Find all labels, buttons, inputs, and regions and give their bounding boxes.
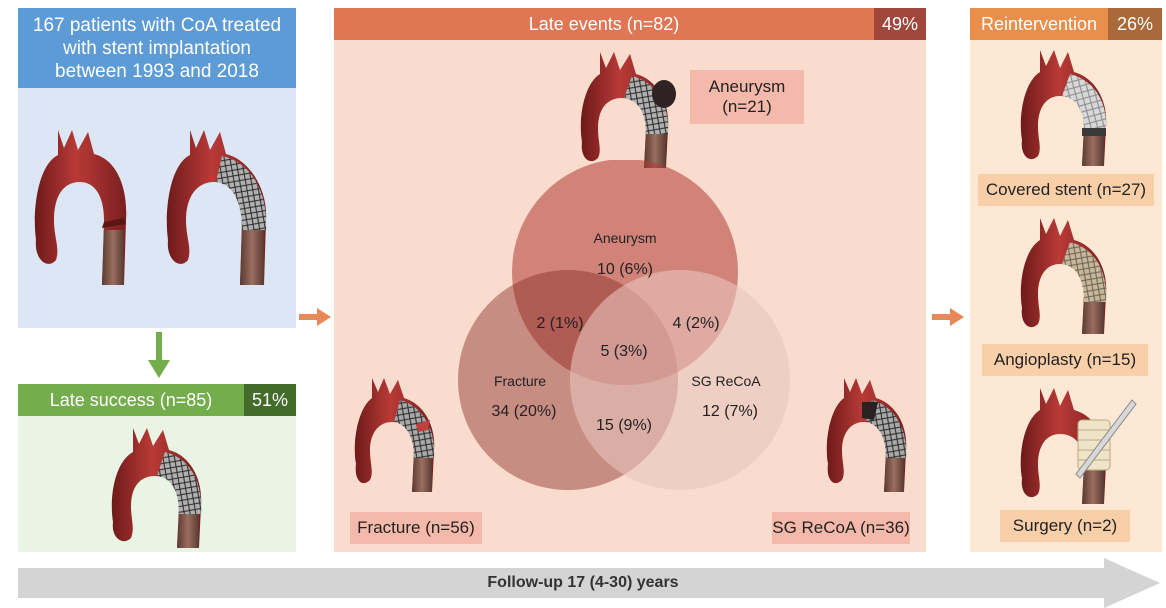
venn-circle-sg-recoa — [570, 270, 790, 490]
reintervention-percent: 26% — [1108, 8, 1162, 40]
venn-value-aneurysm-fracture: 2 (1%) — [536, 315, 583, 332]
sg-recoa-aorta-illustration — [826, 378, 907, 492]
venn-set-label-sg-recoa: SG ReCoA — [691, 373, 761, 389]
stented-aorta-illustration — [166, 130, 267, 285]
venn-value-fracture-only: 34 (20%) — [492, 403, 557, 420]
reintervention-label: Reintervention — [980, 13, 1098, 34]
aneurysm-label-title: Aneurysm — [708, 77, 786, 96]
angioplasty-label-box: Angioplasty (n=15) — [982, 344, 1148, 376]
late-events-header: Late events (n=82) — [334, 8, 926, 40]
late-events-label: Late events (n=82) — [528, 13, 680, 34]
venn-set-label-fracture: Fracture — [494, 373, 546, 389]
cohort-header: 167 patients with CoA treated with stent… — [18, 8, 296, 88]
late-success-percent: 51% — [244, 384, 296, 416]
followup-label: Follow-up 17 (4-30) years — [487, 574, 679, 591]
covered-stent-aorta-illustration — [1020, 50, 1107, 166]
arrow-down-icon — [148, 332, 170, 378]
cohort-title-line3: between 1993 and 2018 — [55, 60, 259, 82]
venn-value-aneurysm-only: 10 (6%) — [597, 261, 653, 278]
aneurysm-label-box: Aneurysm (n=21) — [690, 70, 804, 124]
late-events-percent: 49% — [874, 8, 926, 40]
reintervention-panel — [970, 8, 1162, 552]
aneurysm-aorta-illustration — [580, 52, 676, 168]
sg-recoa-label-box: SG ReCoA (n=36) — [772, 512, 910, 544]
followup-arrow — [18, 558, 1160, 608]
fracture-aorta-illustration — [354, 378, 435, 492]
fracture-label-box: Fracture (n=56) — [350, 512, 482, 544]
late-success-aorta-illustration — [111, 428, 202, 548]
surgery-aorta-illustration — [1020, 388, 1137, 504]
arrow-right-icon — [932, 308, 964, 326]
aneurysm-label-count: (n=21) — [722, 97, 772, 116]
venn-value-sg-recoa-only: 12 (7%) — [702, 403, 758, 420]
venn-value-all-three: 5 (3%) — [600, 343, 647, 360]
venn-value-fracture-sg-recoa: 15 (9%) — [596, 417, 652, 434]
venn-set-label-aneurysm: Aneurysm — [593, 230, 656, 246]
venn-diagram: Aneurysm 10 (6%) Fracture 34 (20%) SG Re… — [458, 160, 790, 490]
angioplasty-aorta-illustration — [1020, 218, 1107, 334]
cohort-title-line2: with stent implantation — [63, 37, 251, 59]
cohort-title-line1: 167 patients with CoA treated — [32, 14, 282, 36]
surgery-label-box: Surgery (n=2) — [1000, 510, 1130, 542]
arrow-right-icon — [299, 308, 331, 326]
venn-value-aneurysm-sg-recoa: 4 (2%) — [672, 315, 719, 332]
late-success-label: Late success (n=85) — [49, 389, 213, 410]
covered-stent-label-box: Covered stent (n=27) — [978, 174, 1154, 206]
coarctation-aorta-illustration — [34, 130, 127, 285]
